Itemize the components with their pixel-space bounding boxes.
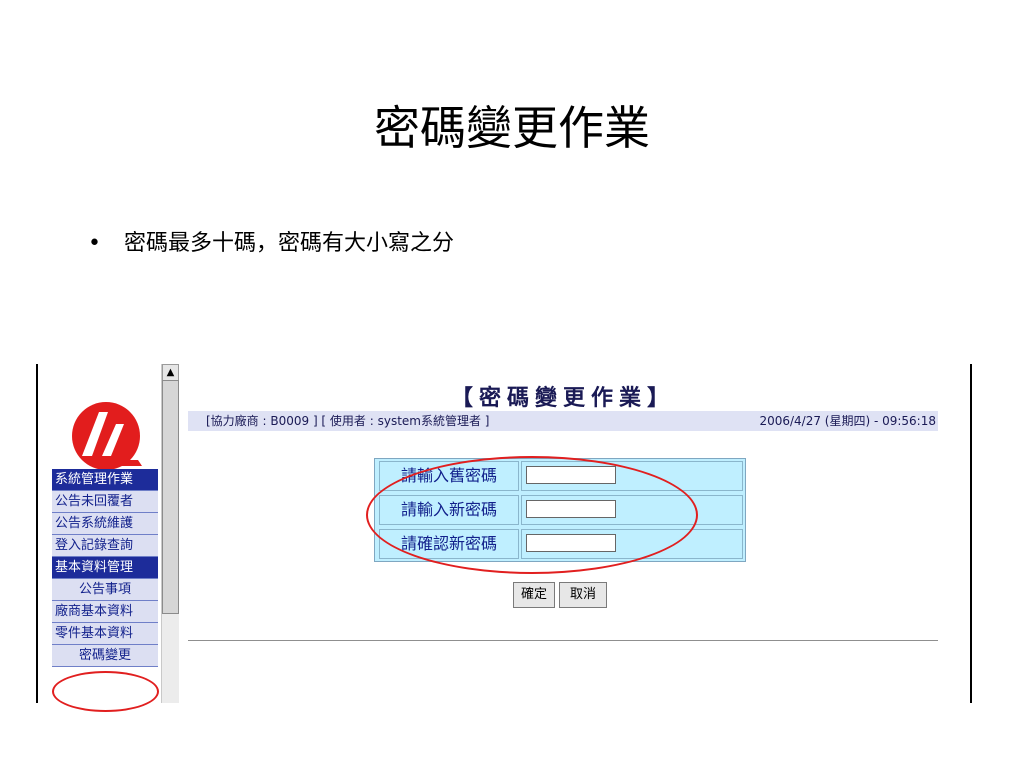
scroll-thumb[interactable] bbox=[162, 380, 179, 614]
new-password-row: 請輸入新密碼 bbox=[375, 493, 745, 525]
info-bar: [協力廠商 : B0009 ] [ 使用者 : system系統管理者 ] 20… bbox=[188, 411, 938, 431]
sidebar-header-master-data: 基本資料管理 bbox=[52, 557, 158, 579]
sidebar-scrollbar[interactable]: ▲ bbox=[161, 364, 179, 703]
confirm-password-row: 請確認新密碼 bbox=[375, 527, 745, 559]
sidebar-menu: 系統管理作業 公告未回覆者 公告系統維護 登入記錄查詢 基本資料管理 公告事項 … bbox=[52, 469, 158, 667]
sidebar-item-password-change[interactable]: 密碼變更 bbox=[52, 645, 158, 667]
content-divider bbox=[188, 640, 938, 641]
old-password-input[interactable] bbox=[526, 466, 616, 484]
datetime-info: 2006/4/27 (星期四) - 09:56:18 bbox=[759, 414, 936, 428]
company-logo-graphic bbox=[72, 402, 142, 470]
confirm-password-label: 請確認新密碼 bbox=[379, 529, 519, 559]
new-password-label: 請輸入新密碼 bbox=[379, 495, 519, 525]
bullet-dot-icon: • bbox=[88, 231, 101, 256]
confirm-button[interactable]: 確定 bbox=[513, 582, 555, 608]
old-password-label: 請輸入舊密碼 bbox=[379, 461, 519, 491]
sidebar: 系統管理作業 公告未回覆者 公告系統維護 登入記錄查詢 基本資料管理 公告事項 … bbox=[38, 364, 179, 703]
password-form: 請輸入舊密碼 請輸入新密碼 請確認新密碼 bbox=[374, 458, 746, 562]
new-password-input[interactable] bbox=[526, 500, 616, 518]
sidebar-item-login-records[interactable]: 登入記錄查詢 bbox=[52, 535, 158, 557]
page-title: 【密碼變更作業】 bbox=[450, 385, 675, 411]
sidebar-item-unreplied-announcements[interactable]: 公告未回覆者 bbox=[52, 491, 158, 513]
confirm-password-input[interactable] bbox=[526, 534, 616, 552]
sidebar-item-announce-maintenance[interactable]: 公告系統維護 bbox=[52, 513, 158, 535]
confirm-password-cell bbox=[521, 529, 743, 559]
app-screenshot: 系統管理作業 公告未回覆者 公告系統維護 登入記錄查詢 基本資料管理 公告事項 … bbox=[36, 364, 972, 703]
new-password-cell bbox=[521, 495, 743, 525]
sidebar-item-vendor-data[interactable]: 廠商基本資料 bbox=[52, 601, 158, 623]
company-logo-icon bbox=[58, 388, 154, 484]
old-password-row: 請輸入舊密碼 bbox=[375, 459, 745, 491]
bullet-text: 密碼最多十碼，密碼有大小寫之分 bbox=[124, 231, 455, 256]
main-content: 【密碼變更作業】 [協力廠商 : B0009 ] [ 使用者 : system系… bbox=[188, 364, 938, 703]
old-password-cell bbox=[521, 461, 743, 491]
vendor-user-info: [協力廠商 : B0009 ] [ 使用者 : system系統管理者 ] bbox=[206, 414, 490, 428]
sidebar-header-system: 系統管理作業 bbox=[52, 469, 158, 491]
sidebar-item-parts-data[interactable]: 零件基本資料 bbox=[52, 623, 158, 645]
sidebar-item-announcements[interactable]: 公告事項 bbox=[52, 579, 158, 601]
scroll-up-arrow-icon[interactable]: ▲ bbox=[162, 364, 179, 381]
slide-title: 密碼變更作業 bbox=[374, 101, 650, 155]
cancel-button[interactable]: 取消 bbox=[559, 582, 607, 608]
